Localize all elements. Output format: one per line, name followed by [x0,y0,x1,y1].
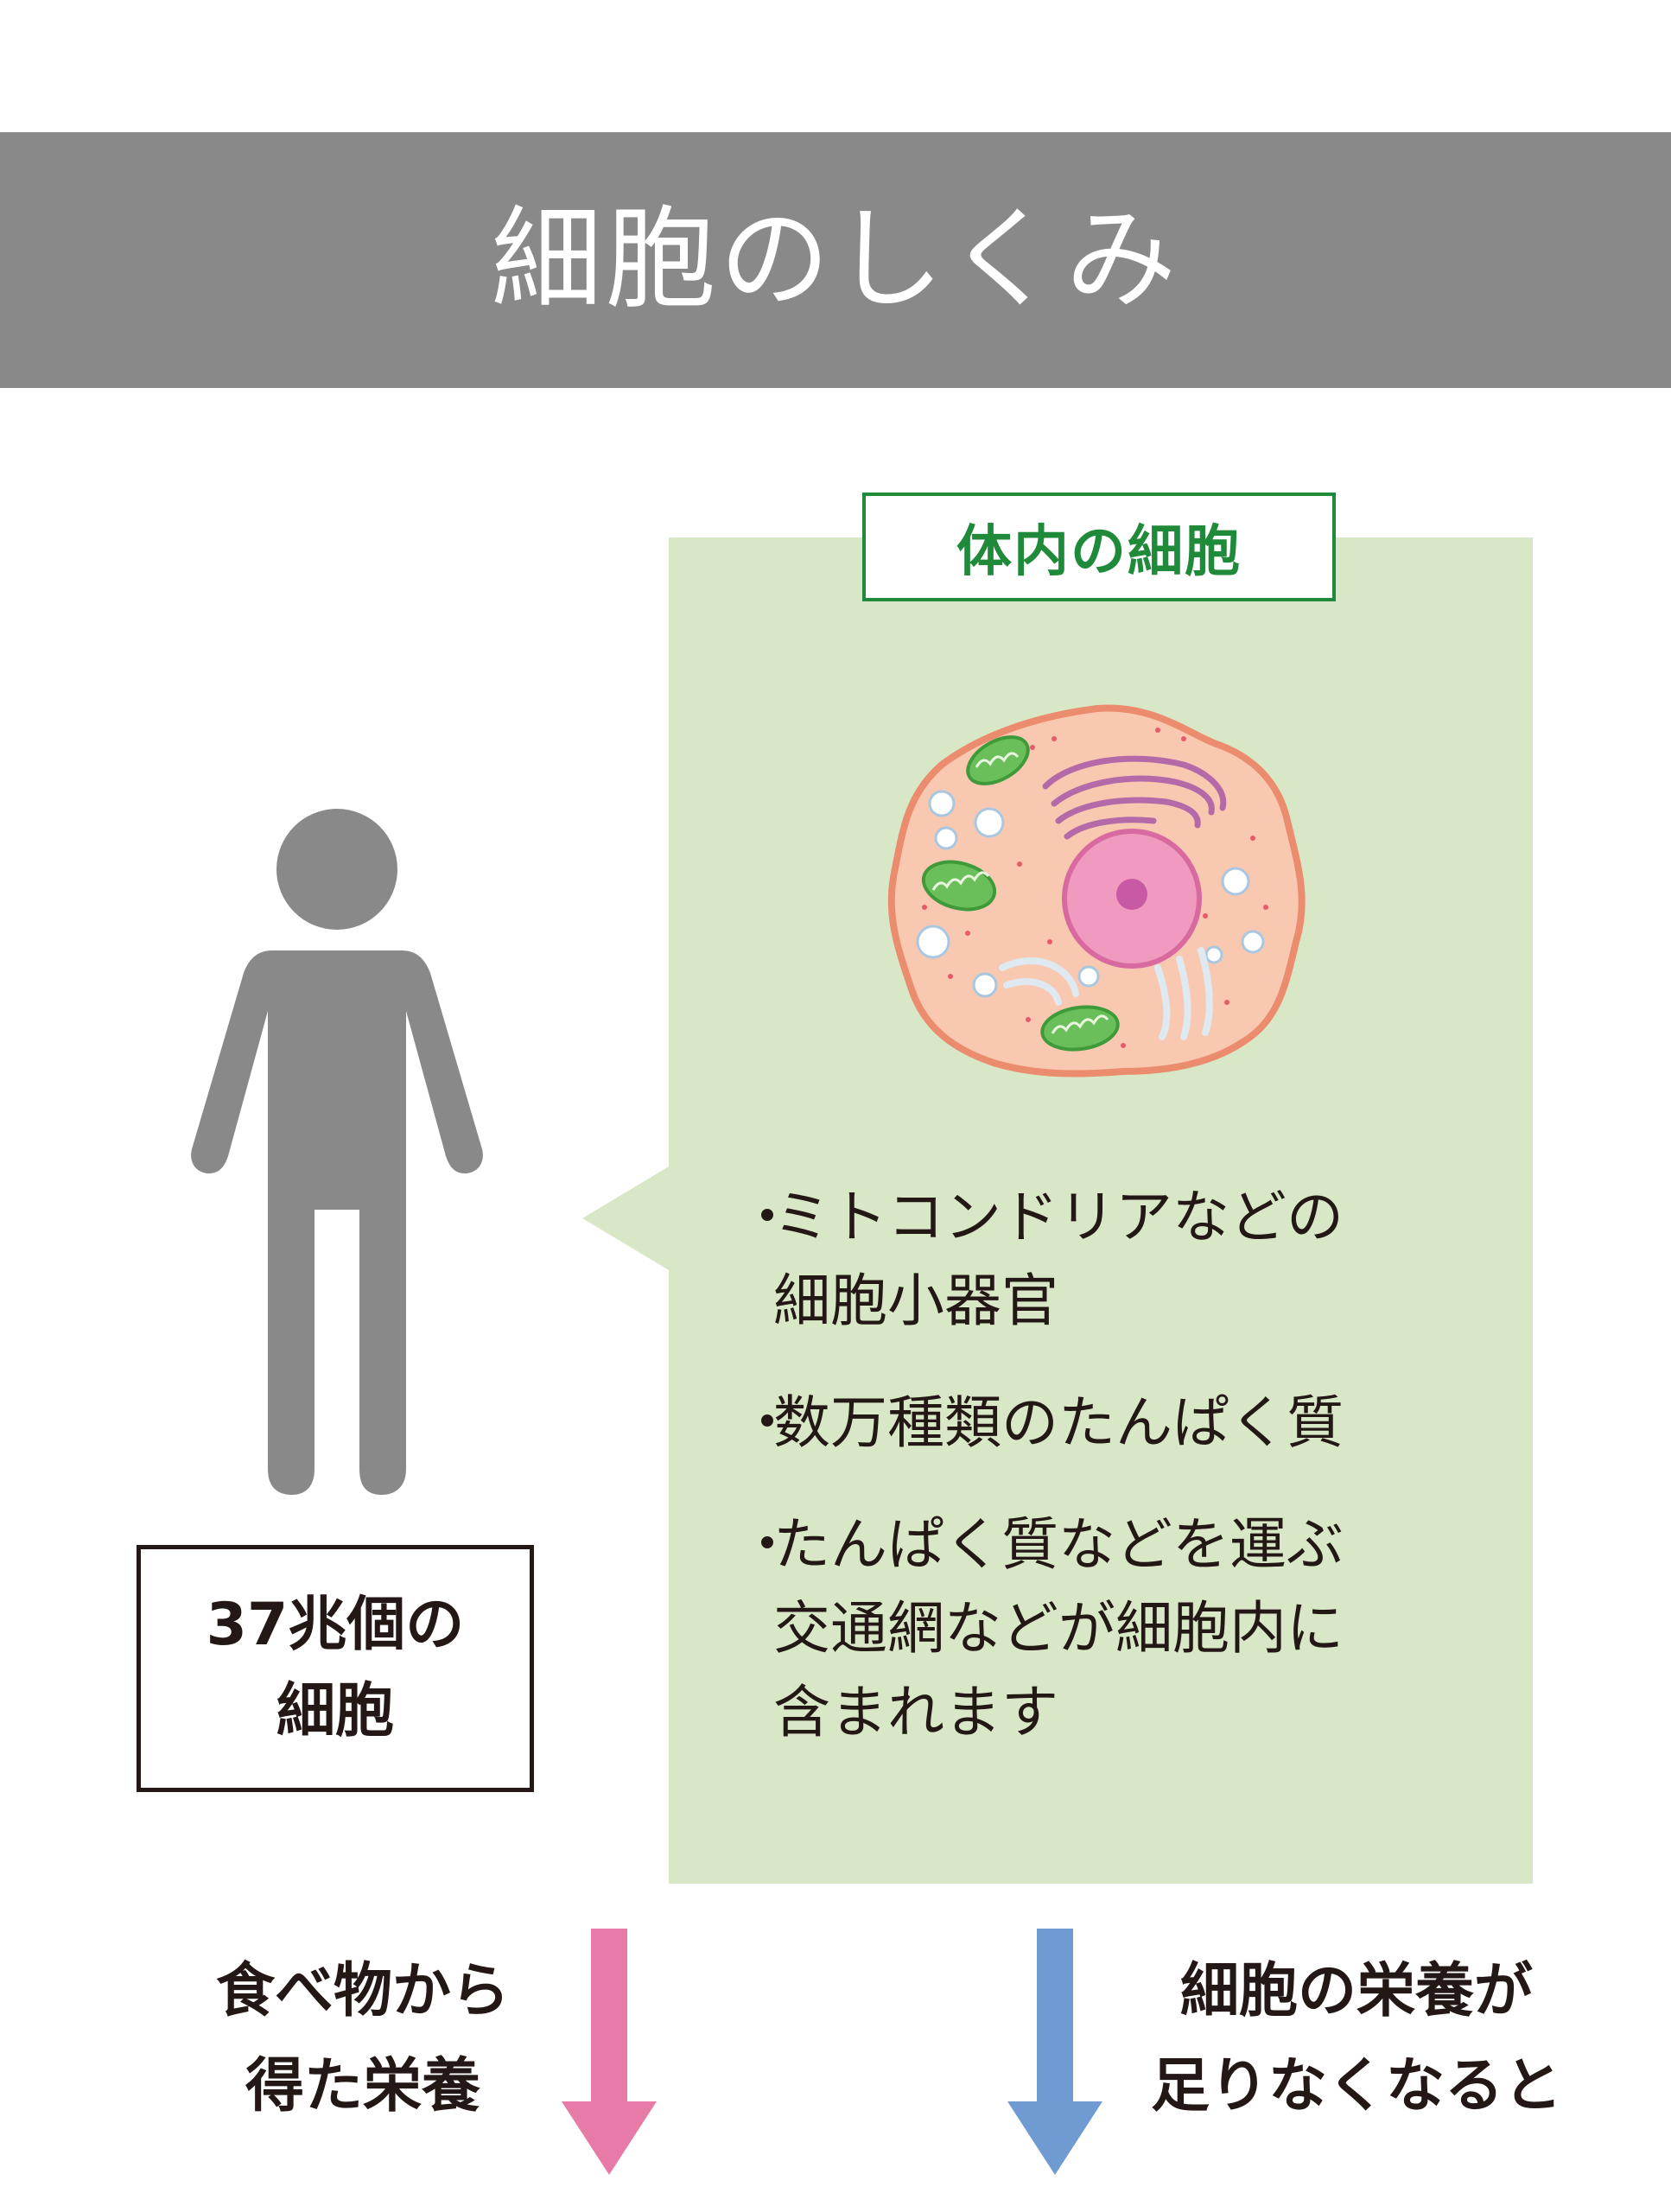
bullet-marker: ・ [739,1511,796,1578]
speech-pointer [582,1166,669,1270]
bullet-text: たんぱく質などを運ぶ 交通網などが細胞内に 含まれます [773,1511,1344,1745]
arrow-down-icon [562,1929,657,2175]
vesicles [916,790,1265,998]
list-item: ・ たんぱく質などを運ぶ 交通網などが細胞内に 含まれます [739,1503,1516,1754]
person-icon [191,809,483,1495]
mitochondria [921,735,1120,1052]
bullet-text: 数万種類のたんぱく質 [773,1389,1344,1456]
bullet-marker: ・ [739,1389,796,1456]
title-banner: 細胞のしくみ [0,132,1671,388]
arrow-down-icon [1007,1929,1102,2175]
panel-label: 体内の細胞 [956,520,1242,584]
list-item: ・ 数万種類のたんぱく質 [739,1381,1516,1465]
nucleolus [1116,879,1147,910]
panel-label-box: 体内の細胞 [862,493,1336,601]
bullet-marker: ・ [739,1184,796,1250]
endoplasmic-reticulum [999,947,1213,1040]
mitochondria-cristae [931,752,1109,1034]
page-title: 細胞のしくみ [491,195,1180,324]
golgi-apparatus [1042,755,1227,840]
cell-illustration [887,704,1306,1077]
shortage-note: 細胞の栄養が 足りなくなると [1150,1957,1562,2120]
nutrition-note: 食べ物から 得た栄養 [215,1957,510,2120]
bullet-text: ミトコンドリアなどの 細胞小器官 [773,1184,1344,1334]
list-item: ・ ミトコンドリアなどの 細胞小器官 [739,1175,1516,1343]
ribosomes [922,728,1268,1048]
cell-count-label: 37兆個の 細胞 [206,1591,465,1745]
cell-count-box: 37兆個の 細胞 [137,1545,534,1792]
cell-contents-list: ・ ミトコンドリアなどの 細胞小器官 ・ 数万種類のたんぱく質 ・ たんぱく質な… [739,1175,1516,1792]
